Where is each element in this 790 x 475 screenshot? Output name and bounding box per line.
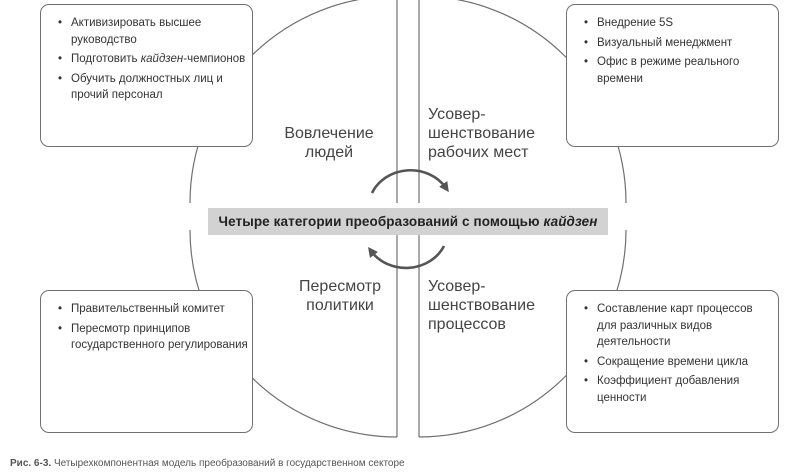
list-item-text: Визуальный менеджмент	[597, 36, 733, 49]
list-item-text: Сокращение времени цикла	[597, 355, 749, 368]
list-item-text: Внедрение 5S	[597, 17, 674, 29]
list-item-text: Пересмотр принципов государственного рег…	[71, 322, 248, 352]
list-item: • Правительственный комитет	[58, 301, 252, 318]
list-item-text: Составление карт процессов для различных…	[597, 303, 753, 348]
label-top-left-line-2: людей	[304, 144, 354, 161]
bullet-icon: •	[584, 303, 589, 315]
list-bottom-right: • Составление карт процессов для различны…	[567, 301, 778, 406]
bullet-icon: •	[584, 56, 589, 68]
bullet-icon: •	[584, 36, 589, 49]
box-bottom-right: • Составление карт процессов для различны…	[566, 290, 779, 433]
center-title-emphasis: кайдзен	[543, 214, 598, 229]
label-bottom-right: Усовер- шенствование процессов	[428, 277, 578, 334]
bullet-icon: •	[58, 17, 63, 29]
bullet-icon: •	[584, 355, 589, 368]
figure-caption: Рис. 6-3. Четырехкомпонентная модель пре…	[10, 458, 405, 469]
label-bottom-left: Пересмотр политики	[290, 277, 390, 315]
label-top-left-line-1: Вовлечение	[284, 125, 374, 142]
list-item-text: -чемпионов	[183, 53, 246, 65]
quadrant-arc-bottom-right	[418, 229, 627, 438]
label-bottom-right-line-1: Усовер-	[428, 278, 486, 295]
list-item: • Составление карт процессов для различны…	[584, 301, 772, 351]
bullet-icon: •	[584, 375, 589, 387]
list-item-text: Активизировать высшее руководство	[71, 17, 202, 46]
bullet-icon: •	[58, 322, 63, 335]
list-item: • Внедрение 5S	[584, 15, 778, 32]
list-top-right: • Внедрение 5S • Визуальный менеджмент • Офис…	[567, 15, 778, 87]
list-item: • Подготовить кайдзен-чемпионов	[58, 51, 252, 68]
list-item: • Коэффициент добавления ценности	[584, 373, 772, 406]
label-top-right: Усовер- шенствование рабочих мест	[428, 105, 578, 162]
list-top-left: • Активизировать высшее руководство • Подго…	[41, 15, 252, 104]
list-bottom-left: • Правительственный комитет • Пересмотр при…	[41, 301, 252, 354]
figure-caption-number: Рис. 6-3.	[10, 458, 52, 469]
bullet-icon: •	[58, 53, 63, 65]
box-top-right: • Внедрение 5S • Визуальный менеджмент • Офис…	[566, 4, 779, 147]
label-top-right-line-1: Усовер-	[428, 106, 486, 123]
list-item-text: кайдзен	[140, 53, 184, 65]
list-item: • Визуальный менеджмент	[584, 35, 778, 52]
list-item-text: Обучить должностных лиц и прочий персона…	[71, 72, 223, 102]
list-item: • Активизировать высшее руководство	[58, 15, 252, 48]
label-bottom-left-line-2: политики	[306, 297, 374, 314]
bullet-icon: •	[58, 72, 63, 85]
list-item: • Обучить должностных лиц и прочий персон…	[58, 71, 252, 104]
center-title-text: Четыре категории преобразований с помощь…	[218, 214, 544, 229]
list-item-text: Подготовить	[71, 53, 141, 65]
center-title-banner: Четыре категории преобразований с помощь…	[208, 208, 608, 235]
label-top-right-line-2: шенствование	[428, 125, 536, 142]
label-top-right-line-3: рабочих мест	[428, 144, 529, 161]
bullet-icon: •	[584, 17, 589, 29]
cycle-arrow-bottom	[368, 245, 446, 270]
list-item-text: Коэффициент добавления ценности	[597, 375, 740, 404]
list-item-text: Офис в режиме реального времени	[597, 56, 740, 85]
box-top-left: • Активизировать высшее руководство • Подго…	[40, 4, 253, 147]
label-bottom-left-line-1: Пересмотр	[299, 278, 381, 295]
list-item-text: Правительственный комитет	[71, 303, 225, 315]
label-top-left: Вовлечение людей	[270, 124, 388, 162]
list-item: • Сокращение времени цикла	[584, 354, 772, 371]
box-bottom-left: • Правительственный комитет • Пересмотр при…	[40, 290, 253, 433]
label-bottom-right-line-3: процессов	[428, 316, 506, 333]
figure-caption-text: Четырехкомпонентная модель преобразовани…	[51, 458, 405, 469]
list-item: • Пересмотр принципов государственного ре…	[58, 321, 252, 354]
list-item: • Офис в режиме реального времени	[584, 54, 778, 87]
cycle-arrow-top	[370, 168, 449, 194]
label-bottom-right-line-2: шенствование	[428, 297, 536, 314]
quadrant-arc-top-right	[456, 0, 627, 204]
bullet-icon: •	[58, 303, 63, 315]
